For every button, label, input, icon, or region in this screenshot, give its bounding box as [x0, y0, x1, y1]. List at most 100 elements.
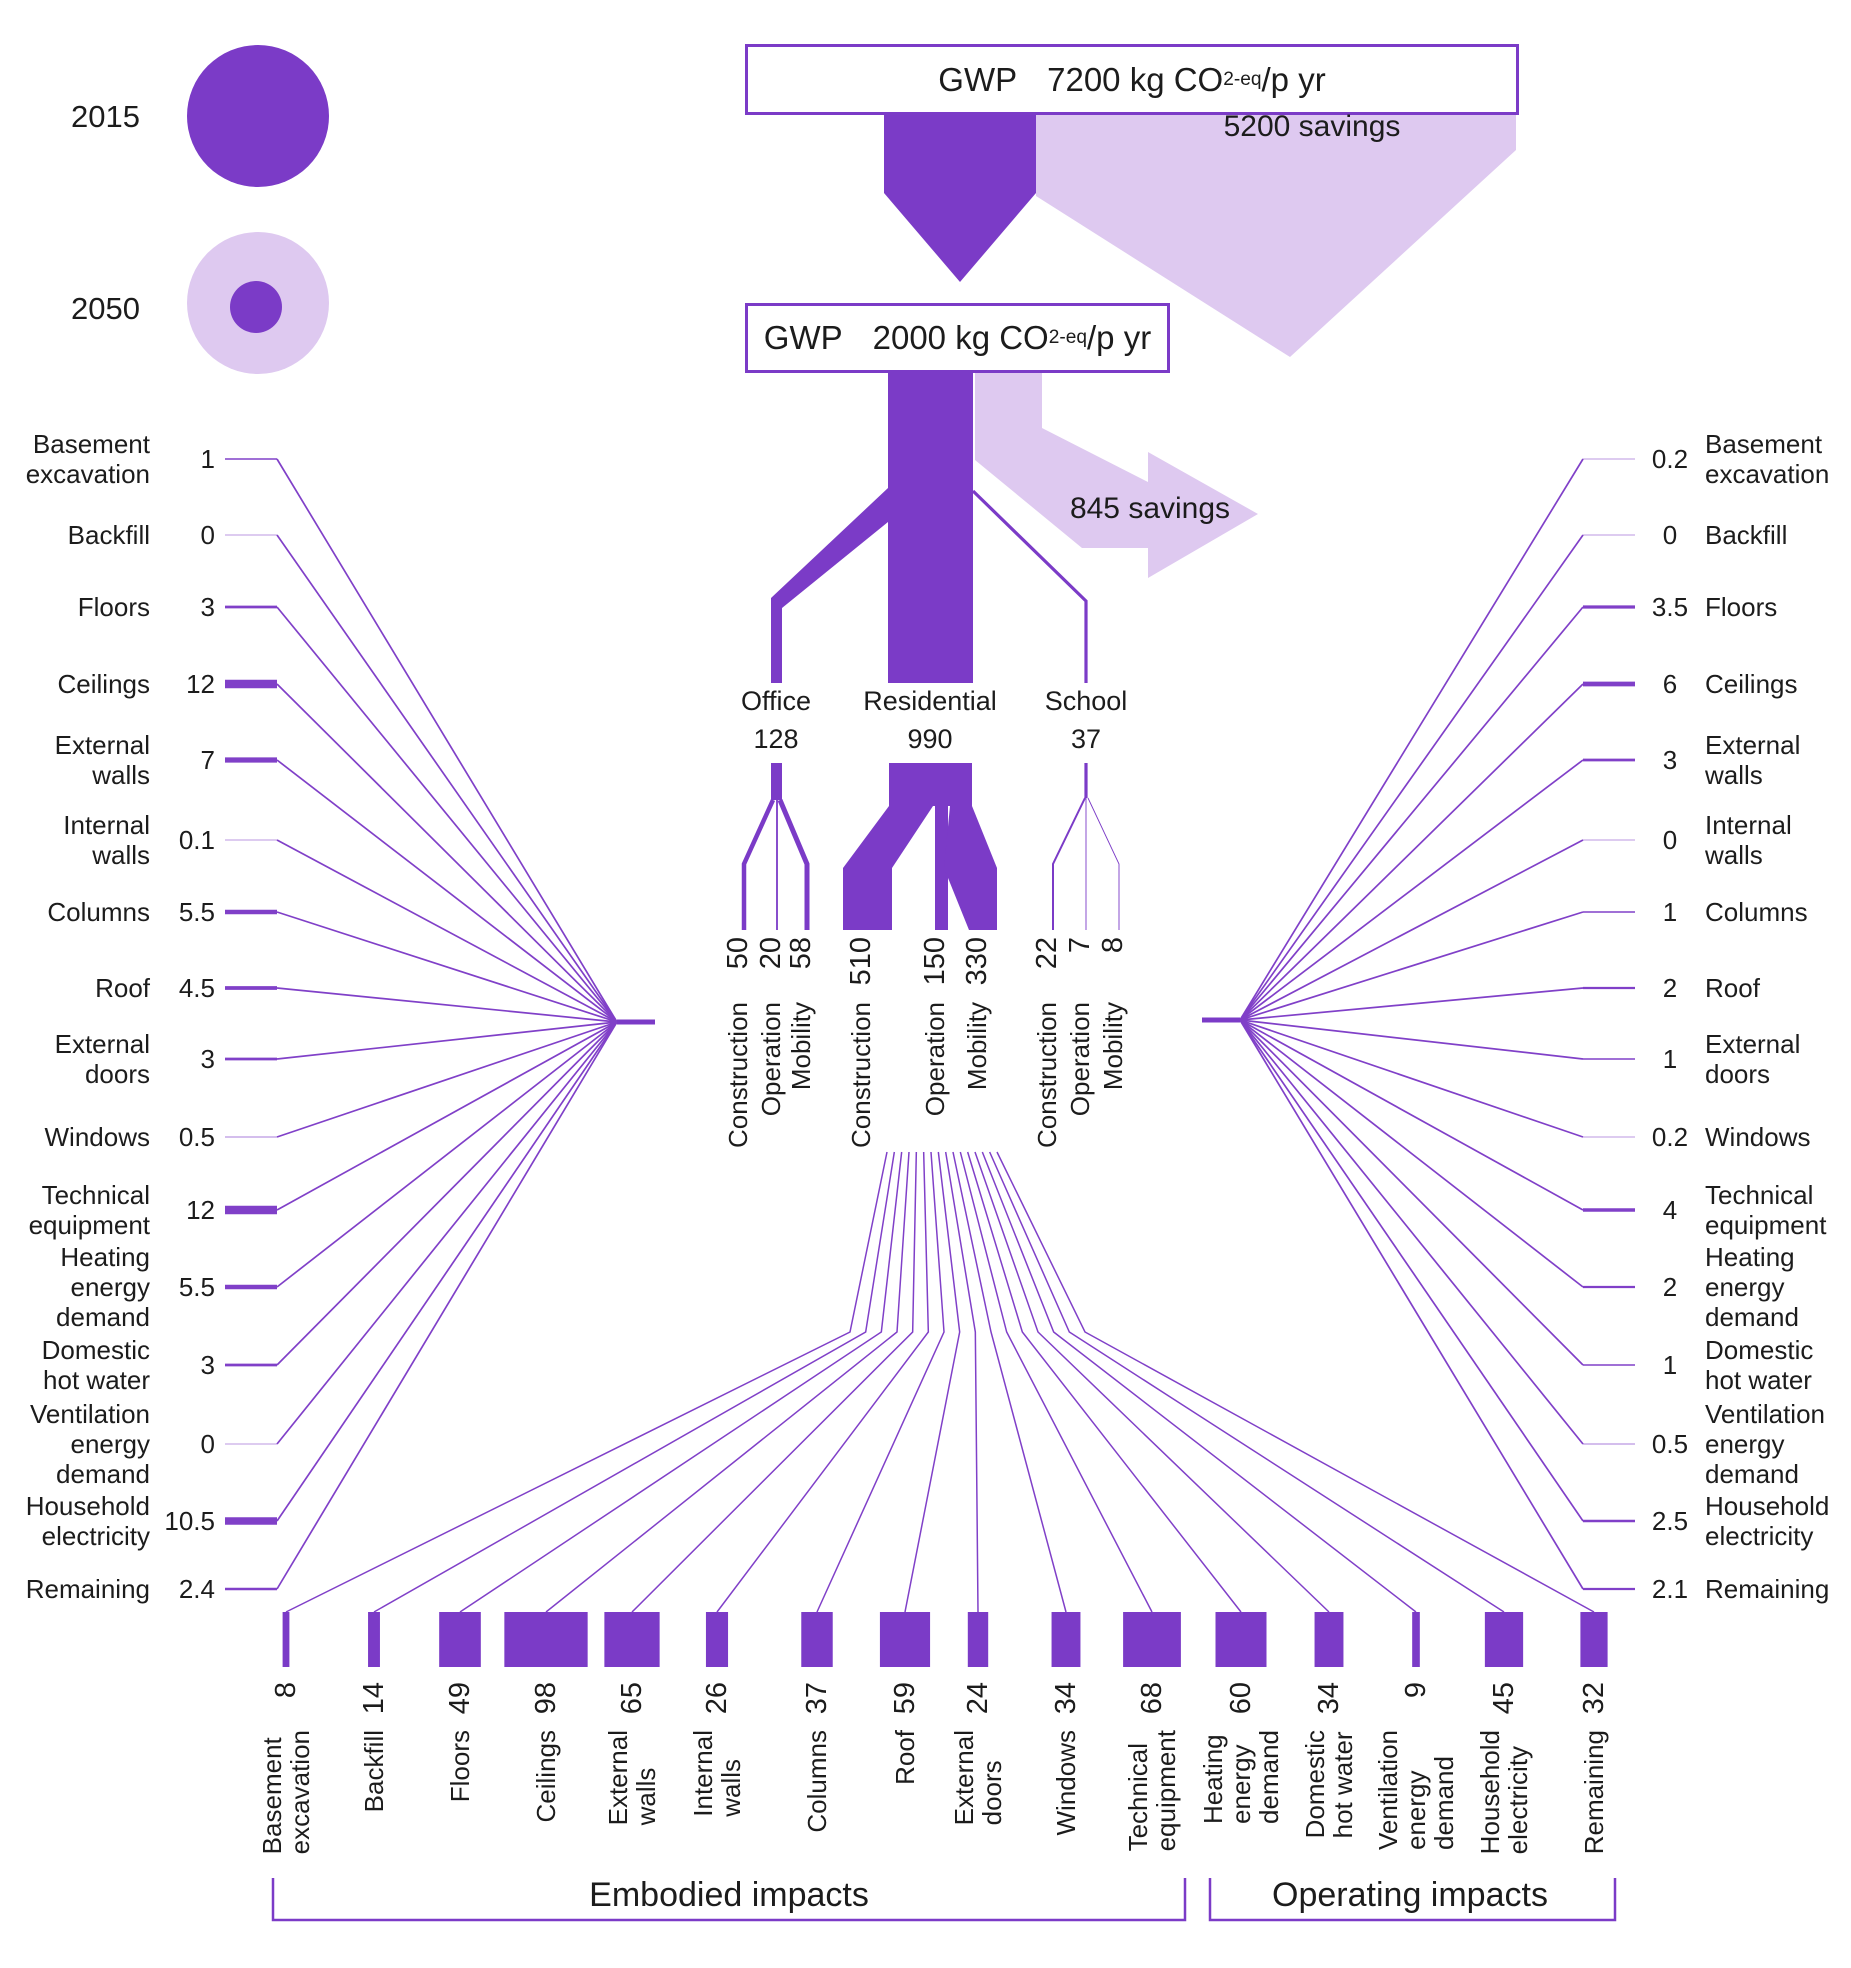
left-connector-line: [276, 1021, 618, 1060]
category-label-line: walls: [1705, 840, 1763, 870]
impact-bar-label: Roof: [890, 1730, 920, 1785]
fan-line: [716, 1151, 930, 1613]
left-connector-line: [276, 911, 618, 1023]
impact-bar-label: Columns: [802, 1730, 832, 1833]
impact-bar-label-line: Windows: [1051, 1730, 1081, 1836]
right-connector-line: [1239, 606, 1584, 1021]
phase-label: Operation: [756, 1002, 786, 1116]
category-label-line: demand: [1705, 1302, 1799, 1332]
category-label-line: External: [54, 1029, 150, 1059]
left-category-value: 2.4: [178, 1574, 215, 1604]
flow-2015-to-2050-arrow: [884, 110, 1036, 282]
left-category-label: Backfill: [0, 520, 150, 550]
fan-line: [285, 1151, 888, 1613]
fan-line: [952, 1151, 1067, 1613]
category-label-line: electricity: [1705, 1521, 1814, 1551]
left-connector-line: [276, 1021, 618, 1522]
phase-label: Operation: [920, 1002, 950, 1116]
category-label-line: Roof: [1705, 973, 1760, 1003]
category-label-line: Basement: [1705, 429, 1823, 459]
right-connector-line: [1239, 458, 1584, 1021]
right-connector-line: [1239, 987, 1584, 1021]
flow-office-branch: [771, 488, 888, 683]
category-label-line: demand: [1705, 1459, 1799, 1489]
category-label-line: Columns: [1705, 897, 1808, 927]
category-label-line: Technical: [41, 1180, 150, 1210]
right-connector-line: [1239, 1019, 1584, 1366]
category-label-line: Windows: [44, 1122, 150, 1152]
impact-bar-label-line: Floors: [445, 1730, 475, 1803]
impact-bar: [439, 1612, 481, 1667]
left-connector-line: [276, 987, 618, 1023]
left-connector-line: [276, 1021, 618, 1366]
phase-value-line: 330: [961, 937, 993, 986]
impact-bar-label-line: electricity: [1503, 1745, 1533, 1855]
category-label-line: Technical: [1705, 1180, 1814, 1210]
phase-label-line: Mobility: [1098, 1002, 1128, 1091]
building-name: Office: [740, 686, 812, 716]
category-label-line: excavation: [25, 459, 150, 489]
gwp-2050-value: 2000: [872, 319, 947, 356]
right-category-label: Ceilings: [1705, 669, 1851, 699]
category-label-line: Ceilings: [1705, 669, 1798, 699]
right-category-value: 1: [1662, 1350, 1678, 1380]
right-connector-line: [1239, 1019, 1584, 1445]
phase-label-line: Construction: [723, 1002, 753, 1148]
gwp-2015-unit-sub: 2-eq: [1223, 68, 1262, 90]
impact-bar-label-line: Basement: [257, 1737, 287, 1855]
category-label-line: Household: [1705, 1491, 1830, 1521]
impact-bar: [801, 1612, 833, 1667]
category-label-line: walls: [92, 840, 150, 870]
category-label-line: Roof: [95, 973, 150, 1003]
circle-2015: [187, 45, 329, 187]
category-label-line: hot water: [1705, 1365, 1812, 1395]
impact-bar-value-line: 65: [616, 1682, 648, 1715]
category-label-line: Basement: [32, 429, 150, 459]
impact-bar-value: 9: [1400, 1682, 1432, 1698]
phase-label-line: Construction: [846, 1002, 876, 1148]
building-name: Residential: [863, 686, 997, 716]
right-connector-line: [1239, 839, 1584, 1021]
phase-value-line: 150: [919, 937, 951, 986]
building-value: 128: [753, 724, 799, 754]
phase-label: Construction: [846, 1002, 876, 1148]
fan-line: [996, 1151, 1595, 1613]
left-category-value: 3: [200, 1350, 215, 1380]
phase-label-line: Operation: [1065, 1002, 1095, 1117]
fan-line: [988, 1151, 1505, 1613]
impact-bar-value-line: 60: [1225, 1682, 1257, 1715]
impact-bar: [1484, 1612, 1524, 1667]
impact-bar-value: 98: [530, 1682, 562, 1714]
category-label-line: walls: [92, 760, 150, 790]
legend-year-2050: 2050: [71, 291, 140, 326]
flow-residential-stub: [889, 763, 972, 806]
impact-bar: [705, 1612, 729, 1667]
building-value: 37: [1070, 724, 1102, 754]
right-category-value: 0: [1662, 825, 1678, 855]
left-category-value: 0: [200, 1429, 215, 1459]
category-label-line: Household: [25, 1491, 150, 1521]
category-label-line: energy: [70, 1272, 151, 1302]
impact-bar-value-line: 34: [1050, 1682, 1082, 1715]
fan-line: [974, 1151, 1330, 1613]
impact-bar: [1123, 1612, 1181, 1667]
left-category-value: 3: [200, 592, 215, 622]
fan-line: [944, 1151, 979, 1613]
phase-label-line: Construction: [1032, 1002, 1062, 1148]
impact-bar-label-line: doors: [977, 1760, 1007, 1826]
right-category-value: 3: [1662, 745, 1678, 775]
impact-bar-value-line: 37: [801, 1682, 833, 1715]
impact-bar-value: 37: [801, 1682, 833, 1714]
impact-bar-value: 26: [701, 1682, 733, 1714]
category-label-line: Ventilation: [1705, 1399, 1825, 1429]
